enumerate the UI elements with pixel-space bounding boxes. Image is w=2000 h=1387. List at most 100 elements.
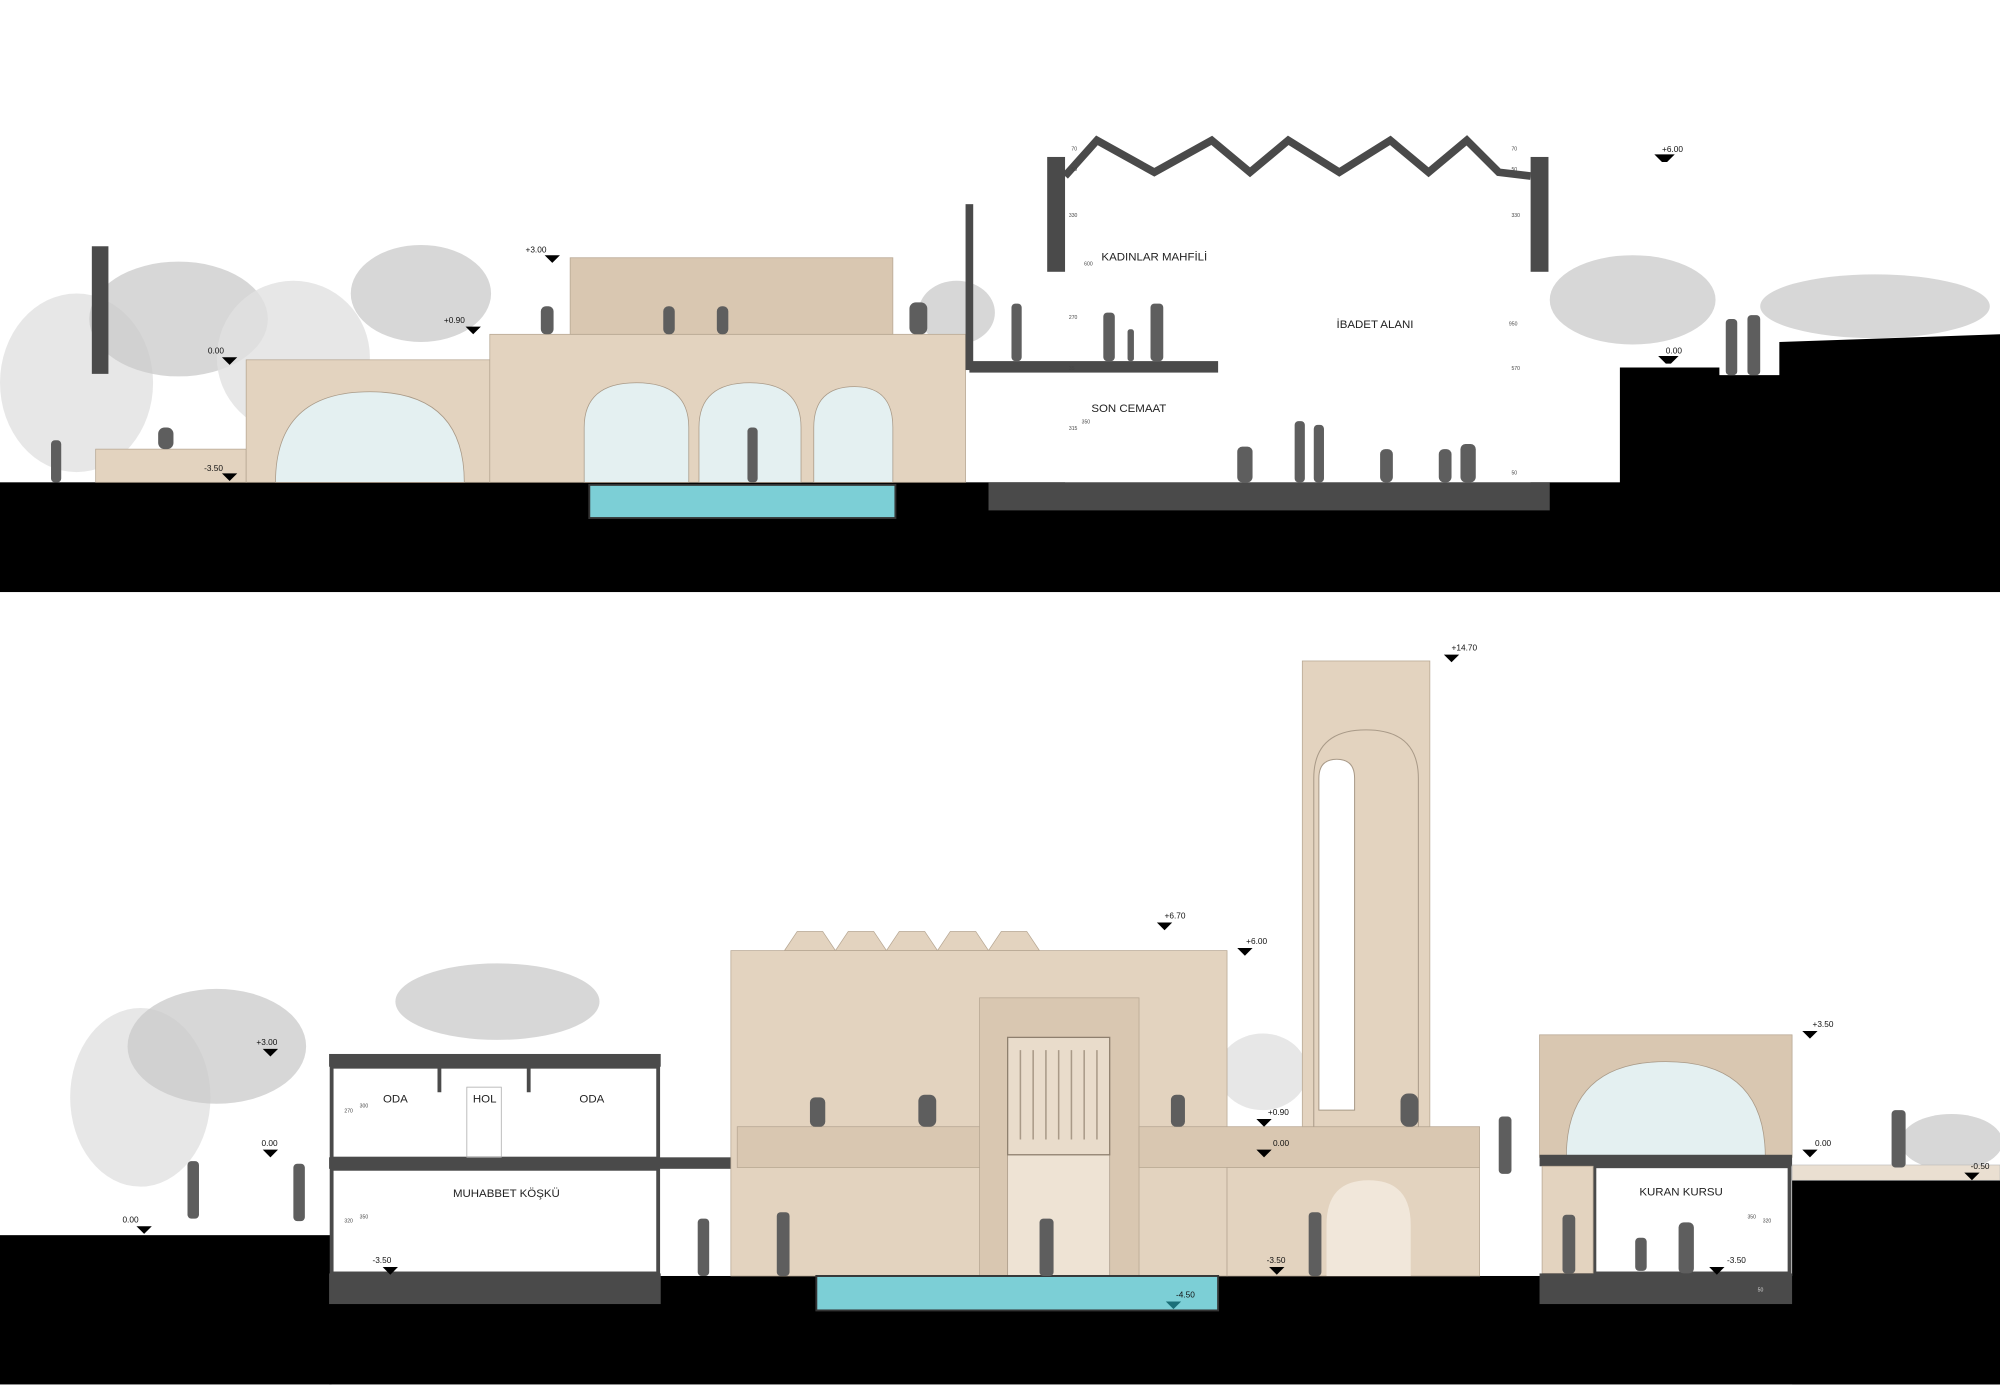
level-marker: +3.00 — [256, 1037, 279, 1057]
drawing-label: +6.00 — [1662, 144, 1683, 154]
drawing-shape — [437, 1066, 442, 1093]
level-marker: 0.00 — [1256, 1138, 1290, 1158]
drawing-shape — [1103, 312, 1115, 362]
level-marker: +14.70 — [1443, 643, 1478, 663]
drawing-shape — [1802, 1030, 1818, 1039]
drawing-label: +3.00 — [256, 1037, 277, 1047]
drawing-shape — [1760, 274, 1990, 339]
drawing-shape — [918, 1094, 937, 1127]
drawing-shape — [221, 357, 238, 365]
drawing-shape — [1156, 922, 1173, 931]
drawing-label: 50 — [1511, 471, 1517, 477]
drawing-label: 270 — [344, 1109, 353, 1115]
drawing-label: -3.50 — [372, 1255, 391, 1265]
minaret-slot — [1318, 758, 1356, 1111]
drawing-shape — [1635, 1237, 1647, 1271]
drawing-shape — [1549, 255, 1716, 345]
level-marker: 0.00 — [208, 345, 238, 365]
drawing-label: 0.00 — [208, 345, 225, 355]
drawing-label: +3.50 — [1812, 1019, 1833, 1029]
drawing-label: 315 — [1069, 426, 1078, 432]
drawing-shape — [526, 1066, 531, 1093]
drawing-label: 330 — [1069, 213, 1078, 219]
ground-bottom-right — [1792, 1180, 2000, 1385]
drawing-shape — [1654, 154, 1675, 163]
drawing-label: 50 — [1071, 167, 1077, 173]
drawing-label: 300 — [360, 1104, 369, 1110]
drawing-shape — [1039, 1218, 1054, 1276]
drawing-shape — [1308, 1212, 1322, 1276]
left-low-wall — [95, 448, 247, 483]
level-marker: +0.90 — [1256, 1107, 1289, 1127]
drawing-label: -3.50 — [1727, 1255, 1746, 1265]
level-markers-top: +6.00 0.00 +3.00 +0.90 0.00 -3.50 — [204, 144, 1683, 482]
drawing-label: 0.00 — [1273, 1138, 1290, 1148]
drawing-shape — [1900, 1113, 2000, 1171]
level-marker: 0.00 — [1658, 345, 1682, 364]
gallery-slab — [969, 361, 1219, 373]
drawing-label: 0.00 — [261, 1138, 278, 1148]
drawing-shape — [187, 1161, 199, 1219]
arch-window — [275, 391, 465, 483]
drawing-shape — [1964, 1172, 1980, 1181]
mosque-floor-slab — [988, 482, 1550, 511]
drawing-shape — [1313, 424, 1324, 483]
drawing-shape — [221, 473, 238, 482]
upper-box — [569, 257, 894, 335]
level-marker: 0.00 — [261, 1138, 279, 1158]
drawing-label: -4.50 — [1176, 1290, 1195, 1300]
door — [466, 1086, 502, 1158]
drawing-shape — [1256, 1149, 1272, 1158]
drawing-label: 50 — [1511, 167, 1517, 173]
dimension-labels: 270 300 320 350 — [344, 1104, 368, 1225]
drawing-shape — [1658, 356, 1679, 364]
drawing-shape — [1678, 1222, 1694, 1274]
drawing-shape — [1539, 1273, 1793, 1305]
reflecting-pool-top — [588, 483, 897, 520]
room-label: ODA — [383, 1093, 408, 1105]
drawing-shape — [747, 427, 758, 483]
drawing-shape — [1170, 1094, 1185, 1127]
drawing-label: -3.50 — [1267, 1255, 1286, 1265]
drawing-shape — [329, 1273, 661, 1305]
drawing-shape — [262, 1048, 279, 1057]
drawing-label: -3.50 — [204, 463, 223, 473]
drawing-label: 50 — [1758, 1287, 1764, 1293]
drawing-shape — [697, 1218, 710, 1276]
drawing-shape — [918, 280, 995, 345]
level-marker: -4.50 — [1165, 1290, 1195, 1310]
room-label: KURAN KURSU — [1639, 1187, 1722, 1199]
room-label: KADINLAR MAHFİLİ — [1101, 250, 1207, 263]
drawing-shape — [1380, 449, 1393, 483]
course-arch-window — [1565, 1061, 1766, 1158]
portal-opening — [1007, 1154, 1111, 1277]
drawing-shape — [136, 1226, 152, 1234]
drawing-label: 570 — [1511, 366, 1520, 372]
drawing-shape — [1256, 1119, 1272, 1127]
top-section: KADINLAR MAHFİLİ İBADET ALANI SON CEMAAT… — [0, 135, 2000, 593]
drawing-shape — [1443, 654, 1460, 663]
pavilion-upper — [329, 1064, 661, 1161]
arcade-arch-1 — [583, 382, 690, 483]
mosque-wall-left — [1047, 156, 1066, 272]
bottom-section: ODA HOL ODA MUHABBET KÖŞKÜ 270 300 320 3… — [0, 643, 2000, 1385]
drawing-shape — [716, 306, 729, 335]
drawing-shape — [262, 1149, 279, 1158]
dimension-labels: 70 50 330 600 270 35 315 350 950 570 50 … — [1069, 147, 1520, 477]
drawing-label: 0.00 — [1815, 1138, 1832, 1148]
drawing-shape — [1498, 1116, 1512, 1174]
drawing-label: 320 — [344, 1218, 353, 1224]
drawing-label: 330 — [1511, 213, 1520, 219]
drawing-shape — [1460, 444, 1476, 483]
drawing-label: -0.50 — [1971, 1161, 1990, 1171]
drawing-shape — [1313, 729, 1419, 1127]
level-marker: -3.50 — [1709, 1255, 1746, 1275]
level-marker: +3.50 — [1802, 1019, 1834, 1039]
drawing-label: +14.70 — [1452, 643, 1478, 653]
drawing-shape — [329, 1157, 735, 1169]
arcade-arch-3 — [813, 386, 894, 483]
drawing-shape — [382, 1267, 398, 1275]
drawing-shape — [1218, 1033, 1308, 1111]
drawing-shape — [1802, 1149, 1818, 1158]
